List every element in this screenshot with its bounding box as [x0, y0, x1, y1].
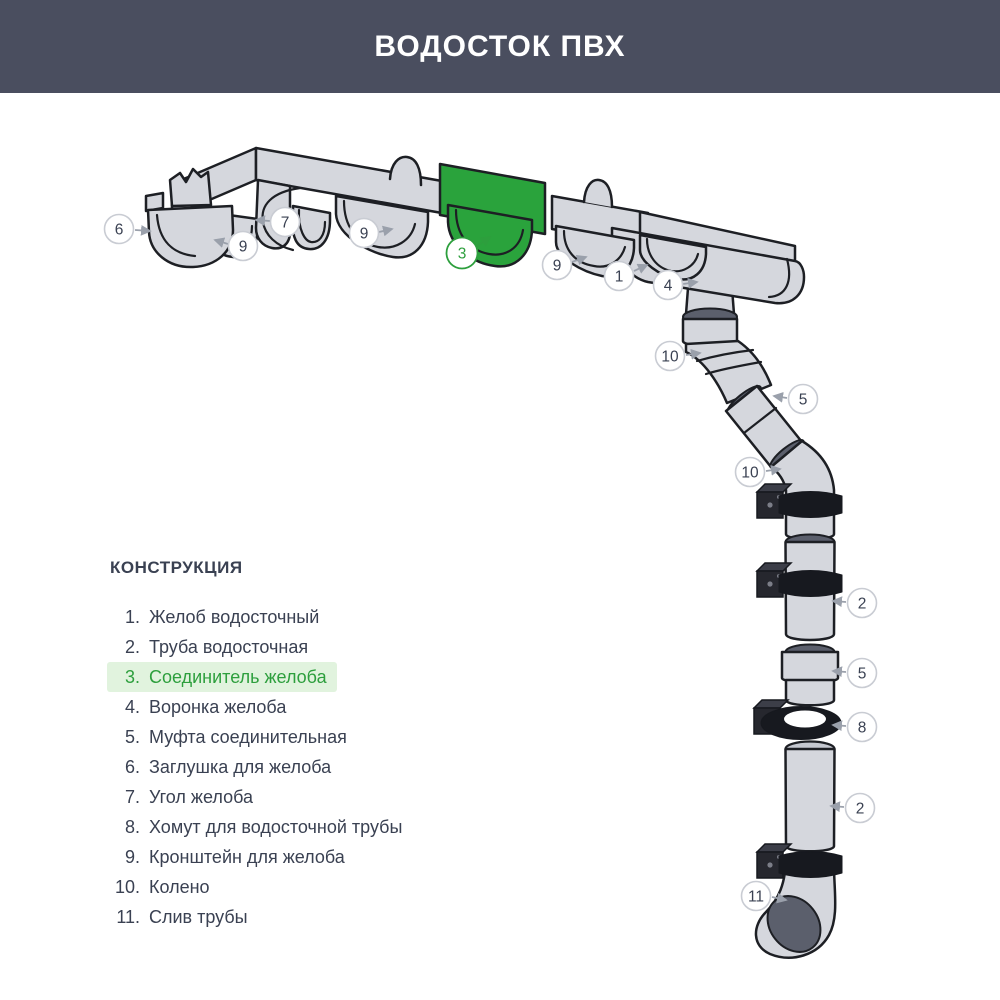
legend-item-label: Кронштейн для желоба [149, 846, 345, 867]
coupling-part [780, 643, 840, 707]
legend-item-label: Соединитель желоба [149, 666, 327, 687]
legend-item-label: Заглушка для желоба [149, 756, 332, 777]
legend-item-number: 7. [124, 786, 140, 807]
legend-item-5: 5. Муфта соединительная [110, 722, 347, 752]
drain-outlet-part [754, 854, 837, 959]
pipe-clamp [755, 562, 843, 598]
legend-list: 1. Желоб водосточный 2. Труба водосточная 3.… [107, 602, 510, 932]
legend-item-number: 9. [124, 846, 140, 867]
legend-item-number: 1. [124, 606, 140, 627]
legend-item-label: Угол желоба [149, 786, 253, 807]
svg-text:9: 9 [360, 226, 369, 243]
legend-item-number: 6. [124, 756, 140, 777]
svg-text:4: 4 [664, 278, 673, 295]
legend-item-1: 1. Желоб водосточный [110, 602, 319, 632]
gutter-bracket-jag-tab [168, 167, 213, 208]
legend-item-label: Колено [149, 876, 210, 897]
svg-text:9: 9 [553, 258, 562, 275]
callout-9: 9 [348, 217, 394, 249]
legend-title: КОНСТРУКЦИЯ [110, 558, 243, 577]
callout-2: 2 [829, 792, 876, 824]
legend-item-label: Хомут для водосточной трубы [149, 816, 403, 837]
pipe-clamp [755, 843, 843, 879]
pipe-clamp [755, 483, 843, 519]
legend-panel: КОНСТРУКЦИЯ 1. Желоб водосточный 2. Труба в… [107, 558, 510, 932]
legend-item-number: 10. [114, 876, 140, 897]
legend-item-10: 10. Колено [110, 872, 210, 902]
legend-item-3: 3. Соединитель желоба [107, 662, 337, 692]
callout-4: 4 [652, 269, 699, 301]
svg-text:2: 2 [856, 801, 865, 818]
legend-item-number: 5. [124, 726, 140, 747]
callout-1: 1 [603, 260, 649, 292]
callout-7: 7 [254, 206, 301, 238]
legend-item-7: 7. Угол желоба [110, 782, 253, 812]
legend-item-11: 11. Слив трубы [110, 902, 248, 932]
callout-5: 5 [772, 383, 819, 415]
end-cap-part [144, 191, 235, 269]
legend-item-label: Воронка желоба [149, 696, 287, 717]
callout-9: 9 [541, 249, 588, 281]
legend-item-number: 8. [124, 816, 140, 837]
legend-item-label: Желоб водосточный [149, 606, 320, 627]
gutter-system-diagram: 6 9 7 9 3 9 1 4 10 5 10 2 5 8 2 11 [103, 146, 878, 959]
callout-11: 11 [740, 880, 788, 912]
funnel-part [681, 286, 739, 348]
callout-5: 5 [831, 657, 878, 689]
legend-item-number: 11. [116, 906, 140, 927]
title-bar: ВОДОСТОК ПВХ [0, 0, 1000, 93]
callout-10: 10 [734, 456, 782, 488]
svg-text:7: 7 [281, 215, 290, 232]
gutter-bracket-tab [388, 155, 423, 187]
legend-item-number: 4. [124, 696, 140, 717]
svg-text:2: 2 [858, 596, 867, 613]
downpipe-part [784, 740, 836, 853]
legend-item-number: 3. [124, 666, 140, 687]
svg-text:10: 10 [741, 465, 759, 482]
callout-9: 9 [213, 230, 259, 262]
svg-text:3: 3 [458, 246, 467, 263]
svg-text:8: 8 [858, 720, 867, 737]
svg-text:11: 11 [748, 889, 764, 906]
legend-item-number: 2. [124, 636, 140, 657]
legend-item-label: Слив трубы [149, 906, 248, 927]
gutter-bracket-strap [291, 204, 332, 251]
svg-text:1: 1 [615, 269, 624, 286]
legend-item-label: Труба водосточная [149, 636, 309, 657]
page-title: ВОДОСТОК ПВХ [374, 29, 626, 63]
svg-text:5: 5 [858, 666, 867, 683]
legend-item-6: 6. Заглушка для желоба [110, 752, 331, 782]
callout-layer: 6 9 7 9 3 9 1 4 10 5 10 2 5 8 2 11 [103, 206, 878, 912]
svg-text:10: 10 [661, 349, 679, 366]
callout-8: 8 [831, 711, 878, 743]
legend-item-2: 2. Труба водосточная [110, 632, 308, 662]
legend-item-8: 8. Хомут для водосточной трубы [110, 812, 402, 842]
legend-item-label: Муфта соединительная [149, 726, 347, 747]
svg-text:6: 6 [115, 222, 124, 239]
svg-text:5: 5 [799, 392, 808, 409]
callout-3: 3 [445, 235, 492, 270]
legend-item-4: 4. Воронка желоба [110, 692, 286, 722]
callout-10: 10 [654, 340, 702, 372]
callout-2: 2 [831, 587, 878, 619]
svg-text:9: 9 [239, 239, 248, 256]
callout-6: 6 [103, 213, 152, 245]
legend-item-9: 9. Кронштейн для желоба [110, 842, 345, 872]
